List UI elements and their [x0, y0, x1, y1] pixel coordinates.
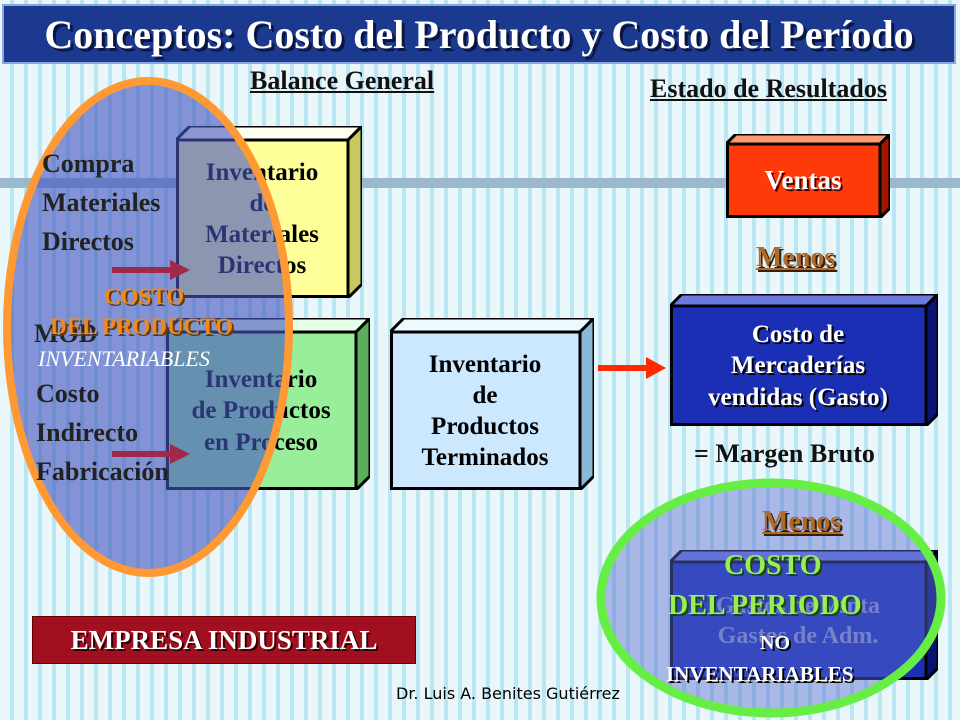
box-3d-shape [670, 550, 938, 680]
mod-label: MOD [34, 319, 98, 348]
no-label: NO [760, 632, 790, 654]
inventario-terminados-label: Inventario de Productos Terminados [421, 350, 549, 472]
box-3d-shape [726, 134, 890, 218]
margen-bruto-label: = Margen Bruto [694, 439, 875, 468]
costo-producto-line2: DEL PRODUCTO [50, 314, 233, 339]
gastos-box: Gastos de Venta Gastos de Adm. [670, 550, 938, 680]
costo-periodo-line1: COSTO [724, 550, 822, 581]
empresa-industrial-label: EMPRESA INDUSTRIAL [70, 624, 378, 655]
costo-producto-line1: COSTO [104, 284, 185, 309]
gastos-label: Gastos de Venta Gastos de Adm. [670, 562, 926, 680]
ventas-label: Ventas [764, 165, 842, 196]
no-inventariables-label: INVENTARIABLES [666, 662, 854, 686]
menos-label-2: Menos [762, 506, 842, 537]
inventario-terminados-box: Inventario de Productos Terminados [390, 318, 594, 490]
costo-periodo-ellipse [596, 478, 946, 718]
estado-resultados-header: Estado de Resultados [650, 74, 887, 103]
box-3d-shape [390, 318, 594, 490]
costo-mercaderias-box: Costo de Mercaderías vendidas (Gasto) [670, 294, 938, 426]
balance-general-header: Balance General [250, 66, 435, 95]
footer-author: Dr. Luis A. Benites Gutiérrez [396, 684, 620, 703]
compra-materiales-label: Compra Materiales Directos [42, 149, 161, 256]
inventariables-label: INVENTARIABLES [38, 346, 210, 371]
costo-indirecto-label: Costo Indirecto Fabricación [36, 379, 169, 486]
arrow-indirecto-icon [112, 444, 190, 464]
costo-mercaderias-label: Costo de Mercaderías vendidas (Gasto) [708, 321, 888, 411]
costo-producto-ellipse [3, 77, 293, 577]
arrow-compra-icon [112, 260, 190, 280]
costo-periodo-line2: DEL PERIODO [668, 590, 862, 621]
horizontal-divider [0, 178, 960, 188]
ventas-box: Ventas [726, 134, 890, 218]
empresa-industrial-banner: EMPRESA INDUSTRIAL [32, 616, 416, 664]
box-3d-shape [670, 294, 938, 426]
title-bar: Conceptos: Costo del Producto y Costo de… [2, 4, 956, 64]
arrow-terminados-icon [598, 357, 666, 379]
page-title: Conceptos: Costo del Producto y Costo de… [44, 11, 914, 57]
menos-label-1: Menos [756, 242, 836, 273]
